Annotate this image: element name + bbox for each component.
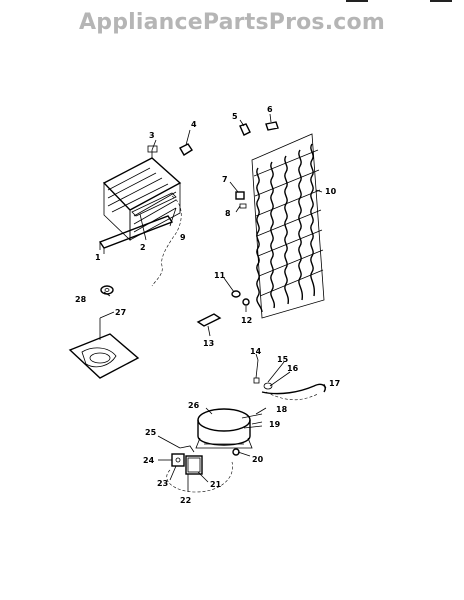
drain-trough-drawing [98, 192, 177, 250]
callout-6: 6 [267, 105, 273, 114]
callout-13: 13 [203, 339, 214, 348]
top-edge-mark-left [346, 0, 368, 2]
callout-19: 19 [269, 420, 281, 429]
callout-23: 23 [157, 479, 168, 488]
callout-7: 7 [222, 175, 228, 184]
heater-wire-drawing [151, 195, 182, 287]
clip-drawing [179, 143, 193, 156]
condenser-coil-drawing [251, 133, 325, 319]
callout-21: 21 [210, 480, 222, 489]
evaporator-drawing [102, 145, 182, 241]
fitting-drawings [239, 121, 279, 136]
callout-24: 24 [143, 456, 155, 465]
bracket-drawings [231, 191, 250, 306]
callout-20: 20 [252, 455, 264, 464]
callout-27: 27 [115, 308, 126, 317]
drain-pan-drawing [68, 318, 140, 379]
callout-8: 8 [225, 209, 231, 218]
top-edge-mark-right [430, 0, 452, 2]
watermark: AppliancePartsPros.com [79, 10, 385, 35]
callout-9: 9 [180, 233, 186, 242]
compressor-drawing [195, 408, 263, 456]
callout-25: 25 [145, 428, 157, 437]
callout-22: 22 [180, 496, 191, 505]
callout-14: 14 [250, 347, 262, 356]
callout-28: 28 [75, 295, 87, 304]
callout-17: 17 [329, 379, 340, 388]
callout-15: 15 [277, 355, 289, 364]
wiring-drawings [253, 359, 326, 401]
relay-drawing [166, 445, 233, 493]
callout-16: 16 [287, 364, 299, 373]
callout-3: 3 [149, 131, 155, 140]
leader-lines [99, 113, 327, 492]
callout-4: 4 [191, 120, 197, 129]
grommet-drawing [100, 285, 114, 295]
callout-11: 11 [214, 271, 226, 280]
callout-12: 12 [241, 316, 252, 325]
callout-1: 1 [95, 253, 101, 262]
callout-18: 18 [276, 405, 288, 414]
callout-26: 26 [188, 401, 200, 410]
callout-10: 10 [325, 187, 337, 196]
callout-2: 2 [140, 243, 146, 252]
mounting-bracket-drawing [196, 313, 222, 327]
callout-5: 5 [232, 112, 238, 121]
